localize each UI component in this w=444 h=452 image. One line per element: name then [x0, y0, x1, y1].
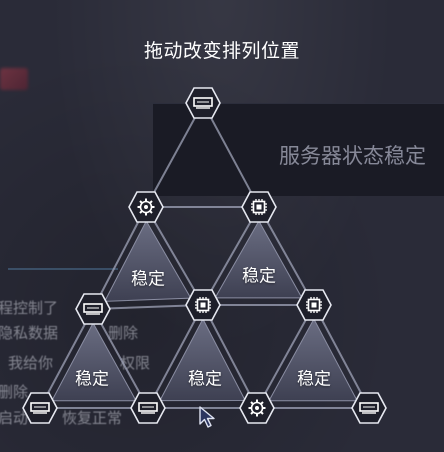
server-icon [351, 392, 387, 424]
triangle-tile[interactable] [51, 321, 137, 402]
triangle-label[interactable]: 稳定 [75, 369, 109, 390]
background-line: 启动 [0, 409, 29, 427]
connector-line [202, 206, 260, 306]
mouse-cursor [199, 406, 217, 432]
hex-node[interactable] [239, 392, 275, 424]
background-line: 权限 [120, 354, 151, 372]
connector-line [39, 308, 94, 409]
gear-icon [239, 392, 275, 424]
hex-node[interactable] [75, 293, 111, 325]
background-line: 程控制了 [0, 299, 59, 317]
connector-line [147, 304, 204, 409]
background-line: 删除 [0, 383, 29, 401]
server-icon [75, 293, 111, 325]
connector-line [256, 304, 315, 409]
triangle-tile[interactable] [159, 317, 247, 402]
connector-line [313, 304, 370, 409]
chip-icon [185, 289, 221, 321]
hex-node[interactable] [296, 289, 332, 321]
chip-icon [296, 289, 332, 321]
triangle-label[interactable]: 稳定 [131, 269, 165, 290]
hex-node[interactable] [22, 392, 58, 424]
hex-node[interactable] [130, 392, 166, 424]
triangle-tile[interactable] [214, 219, 303, 299]
hex-node[interactable] [128, 191, 164, 223]
hex-node[interactable] [351, 392, 387, 424]
background-line: 删除 [108, 324, 139, 342]
hex-node[interactable] [185, 87, 221, 119]
status-text: 服务器状态稳定 [279, 144, 426, 168]
triangle-label[interactable]: 稳定 [188, 369, 222, 390]
server-icon [130, 392, 166, 424]
triangle-label[interactable]: 稳定 [297, 369, 331, 390]
background-logo [0, 68, 28, 90]
triangle-label[interactable]: 稳定 [242, 266, 276, 287]
connector-line [92, 308, 149, 409]
chip-icon [241, 191, 277, 223]
server-icon [185, 87, 221, 119]
background-underline [8, 268, 118, 270]
page-title: 拖动改变排列位置 [143, 40, 300, 62]
background-line: 隐私数据 [0, 324, 59, 342]
triangle-tile[interactable] [103, 219, 192, 302]
triangle-tile[interactable] [268, 317, 358, 402]
connector-line [145, 206, 204, 306]
connector-line [258, 206, 315, 306]
connector-line [92, 304, 204, 310]
connector-line [92, 206, 147, 310]
connector-line [145, 102, 204, 208]
background-line: 我给你 [8, 354, 54, 372]
gear-icon [128, 191, 164, 223]
hex-node[interactable] [241, 191, 277, 223]
server-icon [22, 392, 58, 424]
hex-node[interactable] [185, 289, 221, 321]
connector-line [202, 304, 258, 409]
background-line: 恢复正常 [62, 409, 123, 427]
connector-line [202, 102, 260, 208]
